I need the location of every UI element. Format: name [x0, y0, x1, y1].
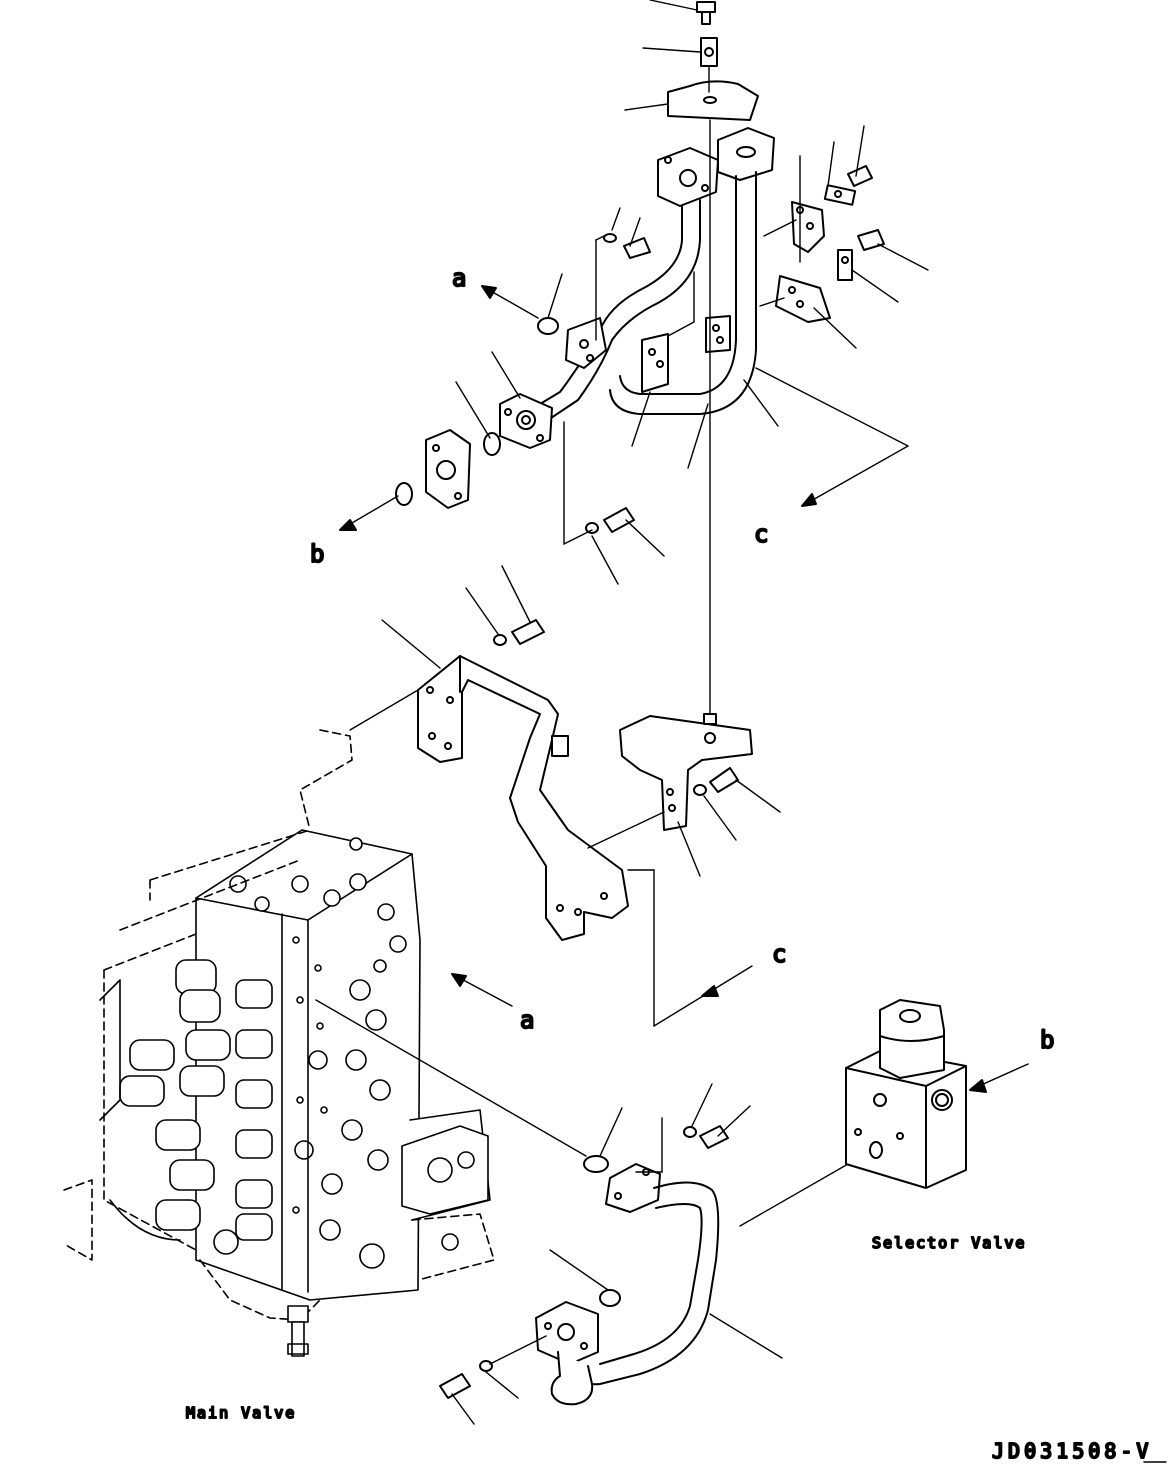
right-bracket-upper — [791, 201, 825, 253]
arrow-b-top — [339, 495, 399, 531]
caption-selector-valve: Selector Valve — [872, 1234, 1026, 1252]
pipe-clamp-mid — [619, 713, 753, 831]
label-a-top: a — [452, 264, 466, 292]
top-bolt — [696, 1, 716, 25]
arrow-a-mid — [451, 973, 513, 1007]
top-clamp-half — [667, 80, 759, 121]
lower-bolt-top — [699, 1125, 729, 1149]
mid-washer-bolt-right — [693, 767, 739, 796]
lower-flange-bottom — [535, 1301, 599, 1365]
label-b-right: b — [1040, 1026, 1054, 1054]
arrow-c-top — [801, 493, 817, 507]
pipe-mount-block — [565, 317, 607, 369]
o-ring-side — [483, 432, 501, 456]
upper-leaders — [455, 125, 929, 585]
center-washer — [585, 522, 599, 534]
main-bracket — [417, 655, 629, 941]
drawing-code: JD031508-V — [992, 1439, 1152, 1463]
lower-bolt — [439, 1373, 471, 1399]
upper-clamp-1 — [641, 333, 669, 393]
selector-valve — [845, 999, 967, 1189]
lower-leaders — [451, 1083, 863, 1425]
top-leaders — [624, 0, 701, 111]
label-c-top: c — [754, 520, 768, 548]
lower-pipe — [581, 1181, 720, 1386]
right-bolt-mid — [857, 229, 885, 251]
arrow-b-right — [969, 1063, 1029, 1093]
upper-pipe-left — [529, 199, 701, 421]
label-a-mid: a — [520, 1006, 534, 1034]
lower-elbow — [550, 1351, 594, 1406]
caption-main-valve: Main Valve — [186, 1404, 296, 1422]
right-bolt-top — [847, 165, 873, 187]
right-plate-washer-mid — [837, 249, 853, 281]
label-b-top: b — [310, 540, 324, 568]
upper-flange-left — [657, 147, 719, 207]
mid-washer-bolt-top — [493, 619, 545, 646]
right-plate-washer-top — [823, 184, 857, 206]
flange-block-b — [425, 429, 471, 509]
o-ring-a-top — [537, 317, 559, 335]
upper-flange-right — [717, 127, 775, 181]
valve-to-oring-leader — [315, 999, 587, 1157]
o-ring-lower-2 — [599, 1289, 621, 1307]
upper-bolt-small — [623, 237, 651, 259]
top-plate-washer — [700, 37, 718, 67]
lower-washer-top — [683, 1126, 697, 1138]
lower-flange-top — [605, 1163, 661, 1213]
center-bolt — [603, 507, 635, 533]
upper-washer-small — [603, 233, 617, 243]
label-c-mid: c — [772, 940, 786, 968]
lower-washer — [479, 1360, 493, 1372]
arrow-c-mid — [701, 985, 719, 997]
main-valve — [63, 729, 495, 1357]
upper-flange-side — [499, 393, 553, 449]
o-ring-lower-1 — [583, 1155, 609, 1173]
o-ring-b — [395, 482, 413, 506]
upper-clamp-2 — [705, 315, 731, 353]
arrow-a-top — [481, 285, 539, 319]
